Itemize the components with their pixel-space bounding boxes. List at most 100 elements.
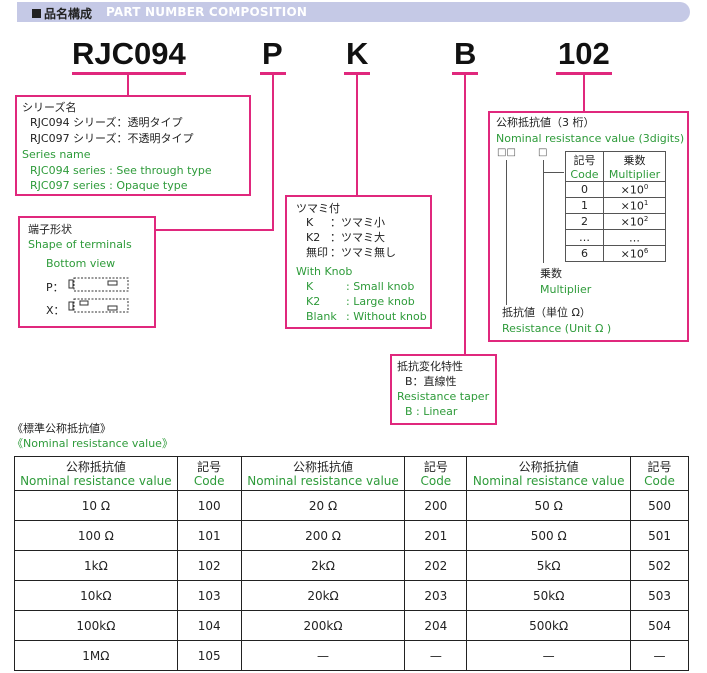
resistance-code-cell: 102 bbox=[176, 550, 242, 581]
multiplier-value: ×102 bbox=[603, 213, 666, 230]
multiplier-row: 2×102 bbox=[565, 213, 666, 230]
taper-box bbox=[390, 354, 497, 425]
knob-title-en: With Knob bbox=[296, 265, 353, 278]
resistance-value-cell: 100kΩ bbox=[14, 610, 178, 641]
resistance-connector bbox=[583, 74, 585, 112]
taper-b-en: B : Linear bbox=[405, 405, 458, 418]
header-code-jp: 記号 bbox=[647, 459, 672, 474]
section-title-jp: 品名構成 bbox=[32, 5, 92, 22]
taper-underline bbox=[452, 72, 478, 75]
resistance-value-cell: — bbox=[240, 640, 406, 671]
multiplier-row: 6×106 bbox=[565, 245, 666, 262]
digits-left-leader bbox=[506, 160, 507, 305]
resistance-code-cell: 101 bbox=[176, 520, 242, 551]
multiplier-code: 1 bbox=[565, 197, 604, 214]
series-line1-jp: RJC094 シリーズ：透明タイプ bbox=[30, 116, 183, 129]
resistance-code-cell: 105 bbox=[176, 640, 242, 671]
multiplier-label-en: Multiplier bbox=[540, 283, 592, 296]
resistance-value-cell: 10kΩ bbox=[14, 580, 178, 611]
part-series-code: RJC094 bbox=[72, 36, 186, 71]
multiplier-row: 1×101 bbox=[565, 197, 666, 214]
digit-table-leader bbox=[544, 172, 564, 173]
col-mult-jp: 乗数 bbox=[623, 154, 646, 167]
knob-connector bbox=[356, 74, 358, 195]
multiplier-label-jp: 乗数 bbox=[540, 267, 562, 280]
series-connector bbox=[127, 74, 129, 95]
knob-k2-jp: ：ツマミ大 bbox=[330, 231, 385, 244]
terminal-box bbox=[18, 216, 156, 328]
knob-underline bbox=[344, 72, 370, 75]
resistance-code-cell: — bbox=[404, 640, 468, 671]
resistance-value-cell: 200kΩ bbox=[240, 610, 406, 641]
terminal-p-label: P： bbox=[46, 281, 64, 294]
terminal-view-label: Bottom view bbox=[46, 257, 116, 270]
knob-blank-en-code: Blank bbox=[306, 310, 337, 323]
multiplier-exponent: 2 bbox=[643, 214, 649, 223]
part-terminal-code: P bbox=[262, 36, 283, 71]
resistance-value-cell: 1kΩ bbox=[14, 550, 178, 581]
multiplier-base: … bbox=[629, 231, 640, 245]
multiplier-exponent: 0 bbox=[643, 182, 649, 191]
series-line2-en: RJC097 series : Opaque type bbox=[30, 179, 188, 192]
resistance-value-cell: 5kΩ bbox=[466, 550, 632, 581]
part-resistance-code: 102 bbox=[558, 36, 610, 71]
knob-box bbox=[285, 195, 432, 329]
knob-k2-code: K2 bbox=[306, 231, 321, 244]
standard-table-title-en: 《Nominal resistance value》 bbox=[12, 437, 173, 450]
header-code-en: Code bbox=[644, 473, 675, 488]
knob-title-jp: ツマミ付 bbox=[296, 202, 340, 215]
multiplier-row: 0×100 bbox=[565, 181, 666, 198]
resistance-code-cell: 500 bbox=[630, 490, 689, 521]
resistance-code-cell: 104 bbox=[176, 610, 242, 641]
taper-title-en: Resistance taper bbox=[397, 390, 490, 403]
series-line1-en: RJC094 series : See through type bbox=[30, 164, 212, 177]
terminal-x-label: X： bbox=[46, 304, 65, 317]
knob-blank-en: : Without knob bbox=[346, 310, 427, 323]
resistance-value-cell: 200 Ω bbox=[240, 520, 406, 551]
multiplier-value: ×106 bbox=[603, 245, 666, 262]
resistance-unit-jp: 抵抗値（単位 Ω） bbox=[502, 306, 591, 319]
multiplier-row: …… bbox=[565, 229, 666, 246]
resistance-unit-en: Resistance (Unit Ω ) bbox=[502, 322, 612, 335]
multiplier-base: ×10 bbox=[620, 247, 644, 261]
section-title-en: PART NUMBER COMPOSITION bbox=[106, 5, 308, 19]
terminal-connector-v bbox=[272, 74, 274, 230]
resistance-code-cell: 103 bbox=[176, 580, 242, 611]
terminal-shape-icon bbox=[68, 277, 129, 313]
taper-b-jp: B：直線性 bbox=[405, 375, 457, 388]
col-mult-en: Multiplier bbox=[608, 168, 661, 181]
resistance-value-cell: 100 Ω bbox=[14, 520, 178, 551]
header-value-en: Nominal resistance value bbox=[247, 473, 399, 488]
terminal-title-jp: 端子形状 bbox=[28, 223, 72, 236]
series-title-jp: シリーズ名 bbox=[22, 101, 77, 114]
resistance-underline bbox=[556, 72, 612, 75]
terminal-underline bbox=[260, 72, 286, 75]
standard-table-title-jp: 《標準公称抵抗値》 bbox=[12, 422, 111, 435]
knob-k-en-code: K bbox=[306, 280, 314, 293]
header-value-jp: 公称抵抗値 bbox=[65, 459, 126, 474]
multiplier-exponent: 6 bbox=[643, 246, 649, 255]
resistance-value-cell: — bbox=[466, 640, 632, 671]
resistance-title-en: Nominal resistance value (3digits) bbox=[496, 132, 685, 145]
resistance-value-cell: 50kΩ bbox=[466, 580, 632, 611]
multiplier-base: ×10 bbox=[620, 199, 644, 213]
multiplier-code: … bbox=[565, 229, 604, 246]
part-taper-code: B bbox=[454, 36, 477, 71]
knob-none-jp: ：ツマミ無し bbox=[330, 246, 396, 259]
taper-connector bbox=[464, 74, 466, 354]
taper-title-jp: 抵抗変化特性 bbox=[397, 360, 463, 373]
knob-k-code: K bbox=[306, 216, 314, 229]
header-value-jp: 公称抵抗値 bbox=[518, 459, 579, 474]
digits-left-symbol: □□ bbox=[497, 147, 516, 158]
resistance-value-cell: 50 Ω bbox=[466, 490, 632, 521]
